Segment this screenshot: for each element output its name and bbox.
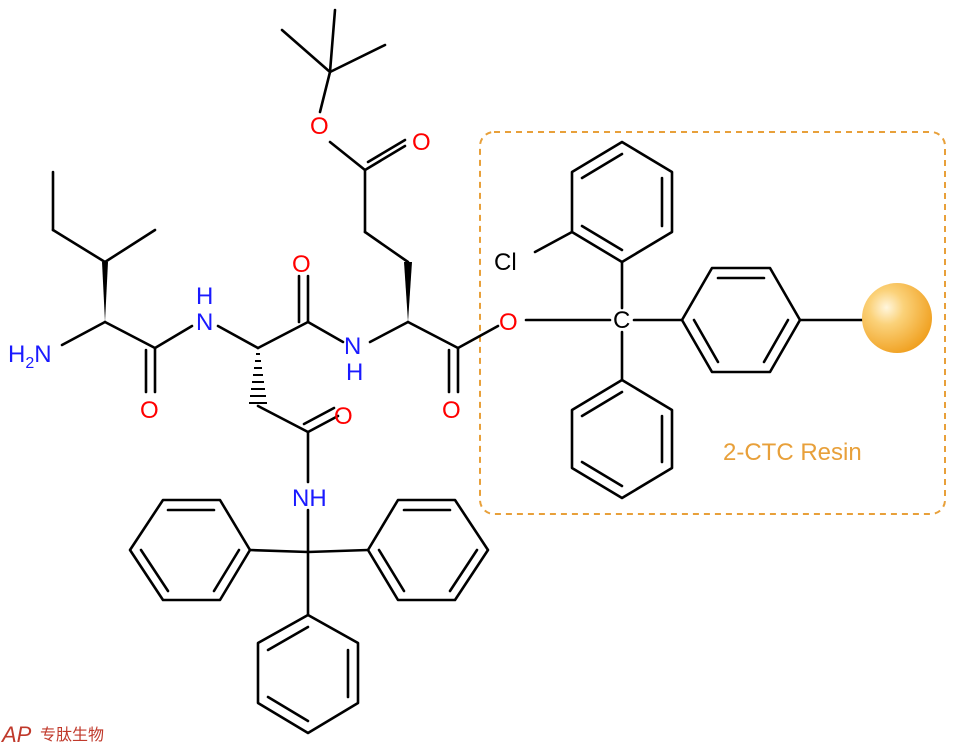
amide-nh-1: N — [196, 309, 213, 336]
watermark-logo: AP — [0, 722, 32, 745]
hashed-bond-asn — [249, 353, 267, 404]
trityl-carbon: C — [613, 307, 630, 334]
oxygen-tbu-ester: O — [310, 113, 329, 140]
side-chain-nh: NH — [292, 485, 327, 512]
resin-bead — [862, 283, 932, 353]
oxygen-ile-carbonyl: O — [140, 397, 159, 424]
trityl-side-bonds — [128, 498, 490, 735]
resin-label: 2-CTC Resin — [723, 439, 862, 466]
asparagine-bonds — [216, 274, 345, 554]
isoleucine-bonds — [51, 170, 194, 394]
oxygen-asn-carbonyl: O — [292, 251, 311, 278]
h2n-n: N — [34, 341, 51, 368]
chlorine-label: Cl — [494, 249, 517, 276]
amide-nh-1-h: H — [196, 283, 213, 310]
h2n-label: H2N — [8, 341, 52, 372]
h2n-sub: 2 — [25, 355, 34, 372]
watermark: AP 专肽生物 — [0, 722, 104, 745]
amide-nh-2: N — [344, 333, 361, 360]
amide-nh-2-h: H — [346, 359, 363, 386]
chlorotrityl-bonds — [533, 140, 864, 500]
watermark-text: 专肽生物 — [40, 726, 104, 744]
oxygen-glu-carbonyl: O — [442, 397, 461, 424]
oxygen-asn-side: O — [334, 403, 353, 430]
oxygen-tbu-carbonyl: O — [412, 129, 431, 156]
oxygen-ester-link: O — [499, 309, 518, 336]
glutamate-bonds — [280, 8, 612, 394]
h2n-h: H — [8, 341, 25, 368]
